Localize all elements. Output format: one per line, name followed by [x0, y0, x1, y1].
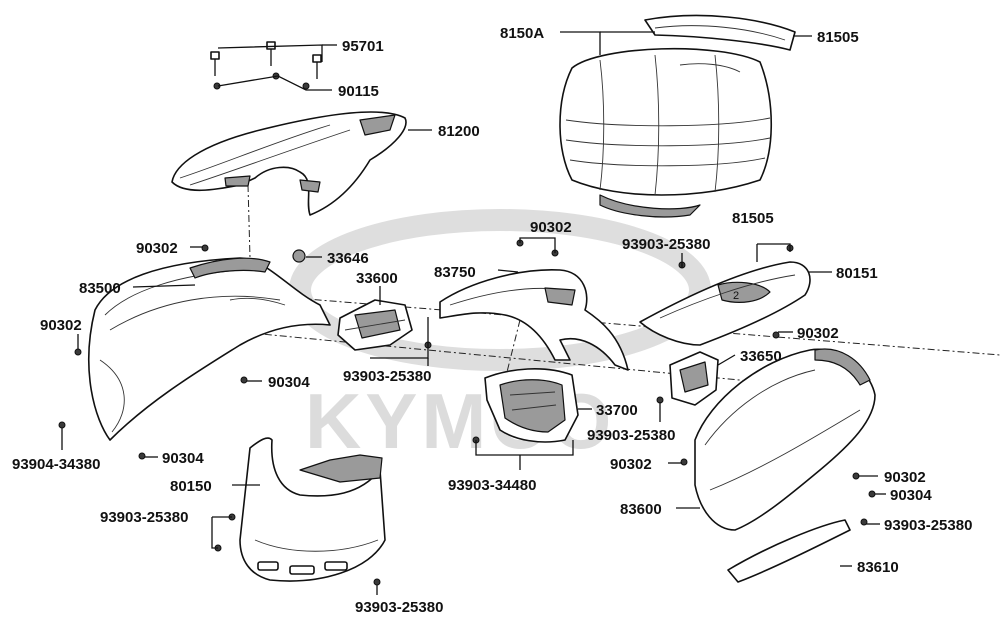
right-side-panel — [694, 348, 876, 531]
label-81505-top: 81505 — [817, 29, 859, 46]
label-90302-f: 90302 — [884, 469, 926, 486]
label-83750: 83750 — [434, 264, 476, 281]
rear-inner-cover-80151: 2 — [639, 261, 811, 346]
lower-cover-80150 — [239, 437, 386, 582]
part-labels: 95701 90115 8150A 81505 81200 90302 3364… — [12, 25, 972, 616]
label-93903-34480: 93903-34480 — [448, 477, 536, 494]
label-93903-25380-c: 93903-25380 — [355, 599, 443, 616]
bracket-33600 — [337, 299, 413, 351]
label-93903-25380-a: 93903-25380 — [343, 368, 431, 385]
trim-83610 — [727, 519, 851, 583]
label-81505-mid: 81505 — [732, 210, 774, 227]
screws — [58, 239, 876, 586]
label-90302-a: 90302 — [136, 240, 178, 257]
label-93903-25380-b: 93903-25380 — [100, 509, 188, 526]
inner-box-33700 — [484, 368, 579, 443]
bolts-95701 — [210, 41, 322, 90]
label-33646: 33646 — [327, 250, 369, 267]
top-case-lid — [644, 14, 796, 51]
label-93904-34380: 93904-34380 — [12, 456, 100, 473]
label-90302-c: 90302 — [530, 219, 572, 236]
label-80150: 80150 — [170, 478, 212, 495]
label-90302-d: 90302 — [797, 325, 839, 342]
bracket-33650 — [669, 351, 719, 406]
label-95701: 95701 — [342, 38, 384, 55]
svg-text:2: 2 — [733, 290, 739, 302]
label-83610: 83610 — [857, 559, 899, 576]
left-side-panel — [88, 257, 331, 441]
label-33700: 33700 — [596, 402, 638, 419]
label-8150A: 8150A — [500, 25, 544, 42]
label-90302-e: 90302 — [610, 456, 652, 473]
label-93903-25380-e: 93903-25380 — [622, 236, 710, 253]
label-90304-b: 90304 — [162, 450, 204, 467]
label-83600: 83600 — [620, 501, 662, 518]
label-33650: 33650 — [740, 348, 782, 365]
label-90304-c: 90304 — [890, 487, 932, 504]
label-33600: 33600 — [356, 270, 398, 287]
label-93903-25380-d: 93903-25380 — [587, 427, 675, 444]
label-90302-b: 90302 — [40, 317, 82, 334]
label-81200: 81200 — [438, 123, 480, 140]
inner-panel-83750 — [439, 269, 629, 371]
label-90115: 90115 — [338, 83, 379, 100]
label-90304-a: 90304 — [268, 374, 310, 391]
label-80151: 80151 — [836, 265, 878, 282]
leader-lines — [61, 31, 886, 595]
label-83500: 83500 — [79, 280, 121, 297]
rear-carrier — [171, 111, 407, 216]
label-93903-25380-f: 93903-25380 — [884, 517, 972, 534]
grommet-33646 — [292, 249, 306, 263]
top-case — [559, 47, 773, 218]
